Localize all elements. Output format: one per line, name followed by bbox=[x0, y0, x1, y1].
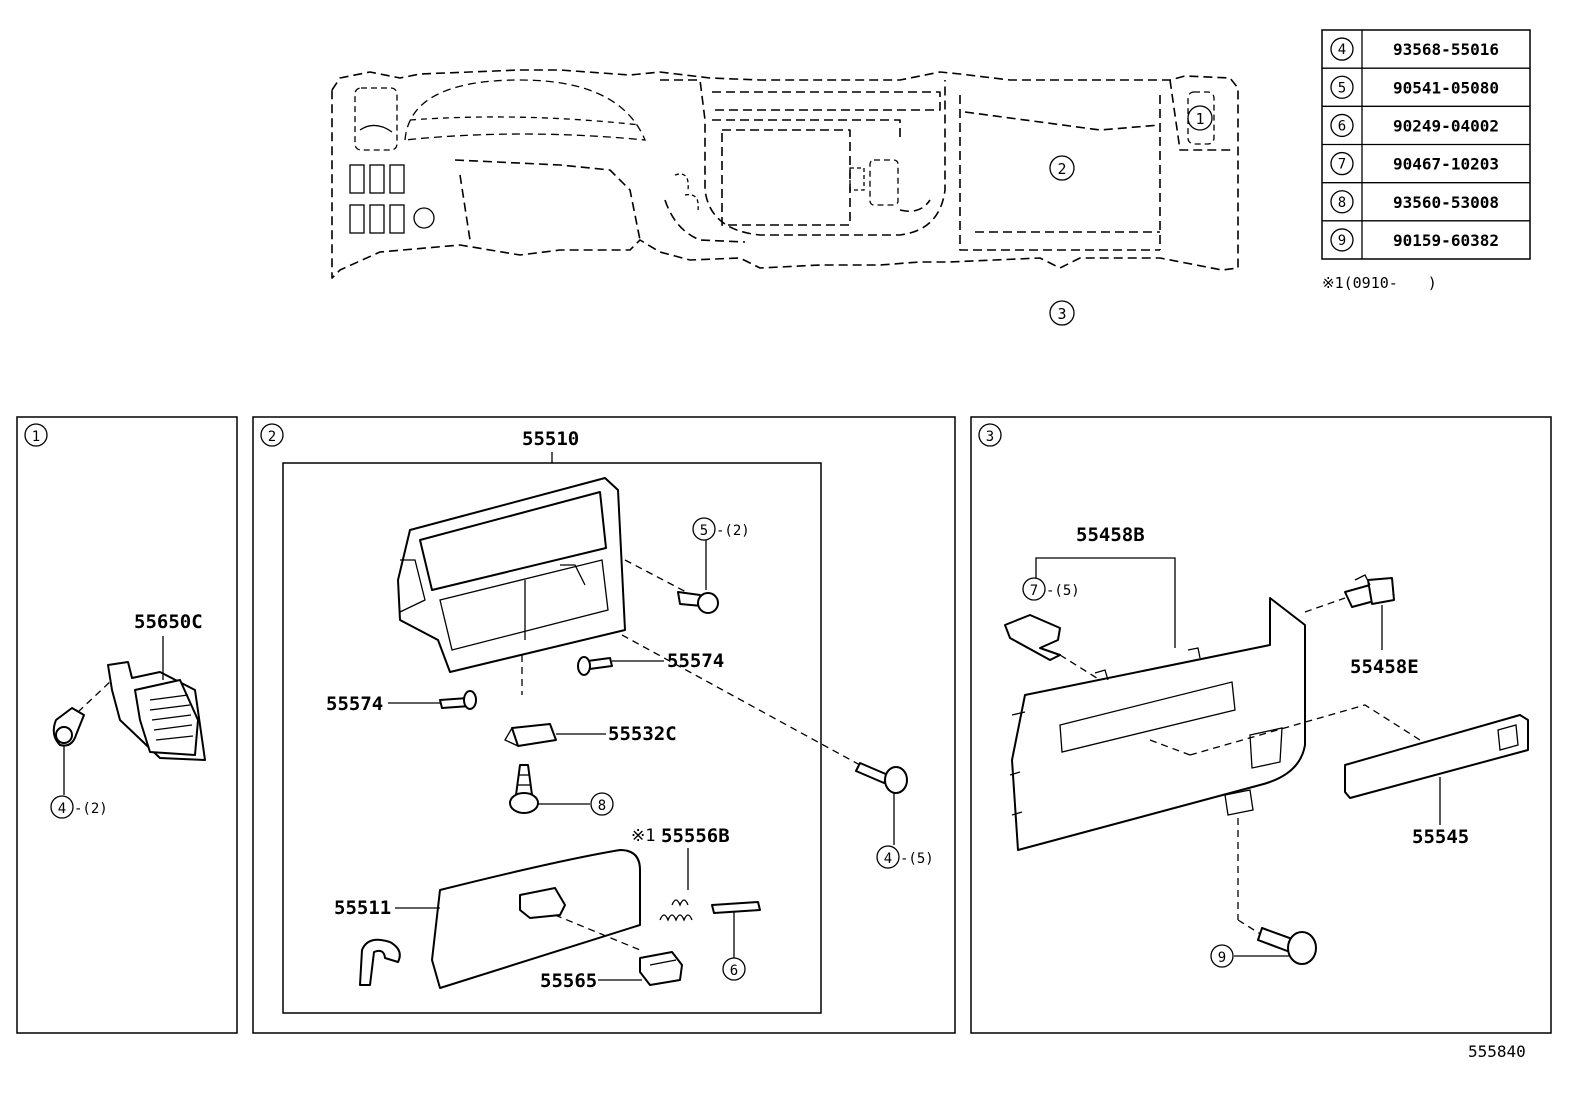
ref-key-circle bbox=[1330, 151, 1354, 176]
label-55574-right: 55574 bbox=[667, 650, 724, 672]
spring-icon bbox=[659, 899, 693, 922]
ref-row: 9 90159-60382 bbox=[1322, 220, 1530, 252]
hinge-hook-icon bbox=[359, 938, 401, 986]
ref-part-number: 93560-53008 bbox=[1393, 193, 1499, 212]
svg-text:5: 5 bbox=[700, 523, 708, 539]
panel-2: 2 55510 5 -(2) 55574 bbox=[252, 416, 956, 1034]
ref-part-number: 90541-05080 bbox=[1393, 78, 1499, 97]
diagram-id: 555840 bbox=[1468, 1042, 1526, 1061]
svg-text:2: 2 bbox=[1057, 160, 1066, 178]
svg-text:2: 2 bbox=[268, 429, 276, 445]
svg-text:8: 8 bbox=[598, 798, 606, 814]
ref-key: 4 bbox=[1338, 42, 1346, 58]
dashboard-overview bbox=[331, 69, 1239, 279]
pin-icon bbox=[711, 901, 761, 914]
label-55511: 55511 bbox=[334, 897, 391, 919]
ref-key-circle bbox=[1330, 190, 1354, 214]
bolt-4-icon bbox=[855, 762, 908, 794]
ref-key: 7 bbox=[1338, 157, 1346, 173]
label-55650C: 55650C bbox=[134, 611, 203, 633]
svg-text:-(5): -(5) bbox=[900, 851, 934, 867]
ref-row: 8 93560-53008 bbox=[1322, 182, 1530, 214]
bolt-55574-left bbox=[439, 690, 477, 710]
svg-text:4: 4 bbox=[58, 801, 66, 817]
ref-row: 7 90467-10203 bbox=[1322, 143, 1530, 176]
dashboard-outline bbox=[331, 69, 1239, 279]
svg-text:4: 4 bbox=[884, 851, 892, 867]
ref-row: 6 90249-04002 bbox=[1322, 105, 1530, 138]
ref-part-number: 90249-04002 bbox=[1393, 116, 1499, 135]
svg-text:1: 1 bbox=[32, 429, 40, 445]
ref-part-number: 93568-55016 bbox=[1393, 40, 1499, 59]
label-55556B: 55556B bbox=[661, 825, 730, 847]
switch-bank bbox=[349, 164, 435, 234]
svg-text:6: 6 bbox=[730, 963, 738, 979]
screw-8-icon bbox=[509, 764, 539, 814]
ref-key-circle bbox=[1330, 228, 1354, 252]
ref-row: 4 93568-55016 bbox=[1330, 37, 1499, 61]
vent-55650C bbox=[107, 661, 206, 761]
clip-7-icon bbox=[1004, 614, 1061, 661]
lower-panel-55458B bbox=[1009, 597, 1306, 851]
ref-key: 5 bbox=[1338, 80, 1346, 96]
ref-key: 9 bbox=[1338, 233, 1346, 249]
ref-key-circle bbox=[1330, 37, 1354, 61]
label-55458E: 55458E bbox=[1350, 656, 1419, 678]
glovebox-door-55511 bbox=[431, 849, 641, 989]
svg-text:3: 3 bbox=[986, 429, 994, 445]
svg-text:7: 7 bbox=[1030, 583, 1038, 599]
panel-3: 3 55458B 7 -(5) 55458E bbox=[970, 416, 1552, 1034]
clip-55532C bbox=[504, 723, 557, 747]
svg-text:-(2): -(2) bbox=[74, 801, 108, 817]
label-55532C: 55532C bbox=[608, 723, 677, 745]
ref-key: 6 bbox=[1338, 118, 1346, 134]
svg-text:1: 1 bbox=[1195, 110, 1204, 128]
panel-1: 1 55650C 4 -(2) bbox=[16, 416, 238, 1034]
ref-part-number: 90159-60382 bbox=[1393, 231, 1499, 250]
bolt-55574-right bbox=[577, 656, 613, 676]
cluster-hood bbox=[404, 79, 647, 141]
svg-text:3: 3 bbox=[1057, 305, 1066, 323]
label-55574-left: 55574 bbox=[326, 693, 383, 715]
ref-key: 8 bbox=[1338, 195, 1346, 211]
glovebox-frame-55510 bbox=[397, 477, 626, 673]
overview-callout-1: 1 bbox=[1187, 105, 1213, 131]
svg-text:-(2): -(2) bbox=[716, 523, 750, 539]
overview-callout-2: 2 bbox=[1049, 155, 1075, 181]
latch-55565 bbox=[639, 951, 683, 986]
label-55556B-mark: ※1 bbox=[631, 826, 655, 846]
label-55565: 55565 bbox=[540, 970, 597, 992]
label-55545: 55545 bbox=[1412, 826, 1469, 848]
svg-text:-(5): -(5) bbox=[1046, 583, 1080, 599]
bolt-icon bbox=[52, 707, 85, 747]
ref-key-circle bbox=[1330, 113, 1354, 138]
bolt-9-icon bbox=[1257, 927, 1317, 965]
clip-55458E bbox=[1344, 574, 1395, 608]
ref-row: 5 90541-05080 bbox=[1322, 67, 1530, 99]
ref-part-number: 90467-10203 bbox=[1393, 155, 1499, 174]
svg-text:9: 9 bbox=[1218, 950, 1226, 966]
label-55458B: 55458B bbox=[1076, 524, 1145, 546]
center-stack bbox=[660, 79, 946, 236]
trim-strip-55545 bbox=[1344, 714, 1529, 799]
reference-table: 4 93568-55016 5 90541-05080 6 90249-04002 7 904… bbox=[1321, 29, 1531, 260]
screw-icon bbox=[677, 591, 719, 614]
label-55510: 55510 bbox=[522, 428, 579, 450]
overview-callout-3: 3 bbox=[1049, 300, 1075, 326]
ref-key-circle bbox=[1330, 75, 1354, 99]
footnote: ※1(0910- ) bbox=[1322, 274, 1437, 292]
